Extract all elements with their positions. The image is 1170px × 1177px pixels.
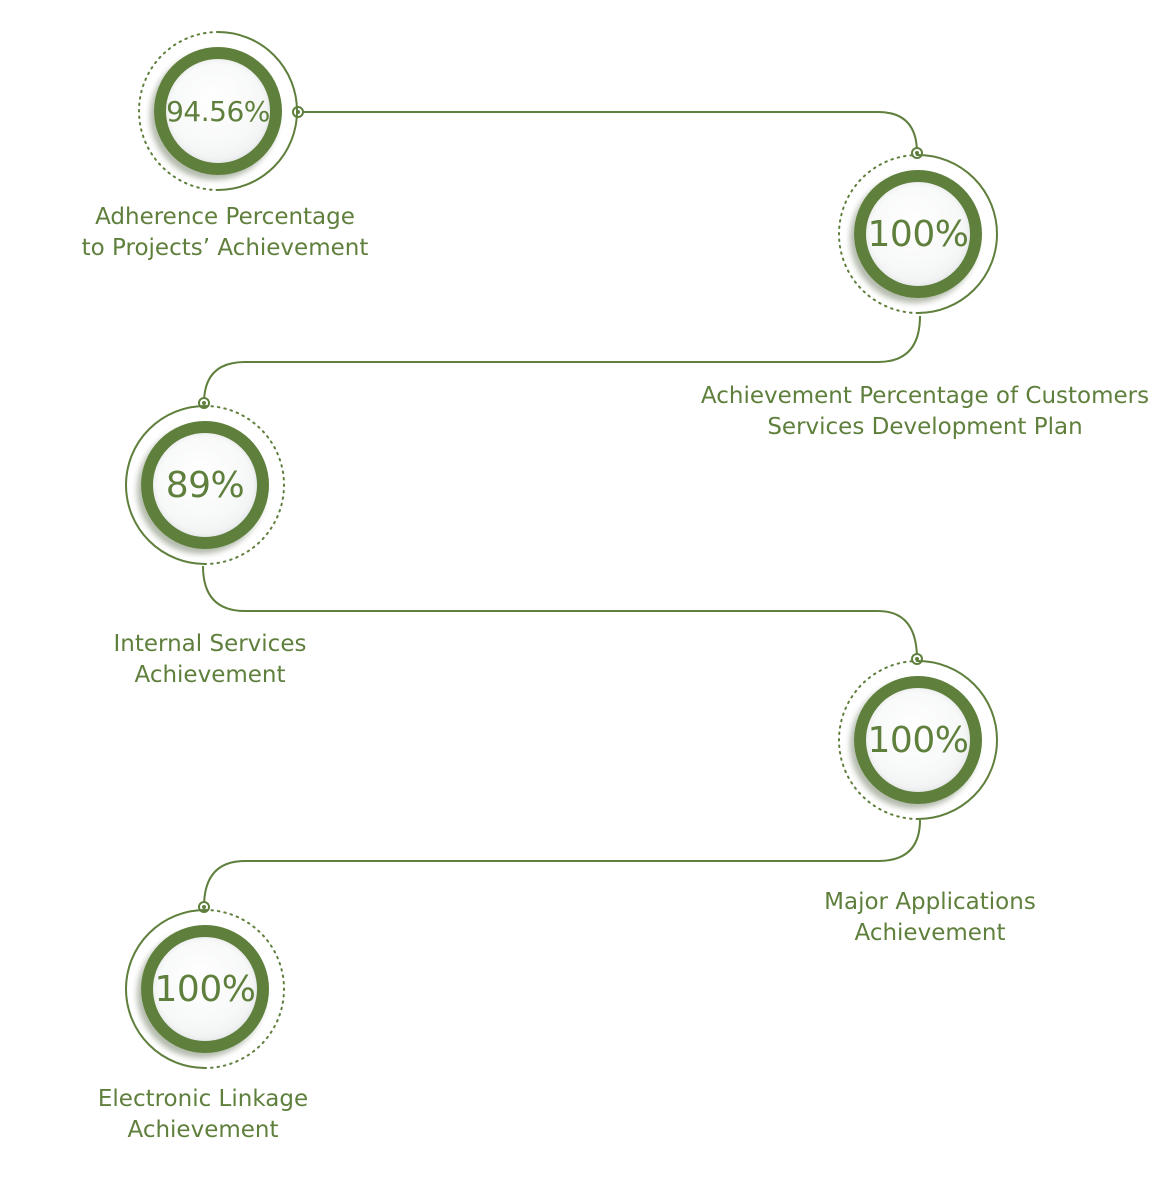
connector-line-1 (298, 111, 918, 154)
label-line: Major Applications (824, 889, 1036, 915)
value-disc (141, 925, 269, 1053)
metric-label-adherence: Adherence Percentage to Projects’ Achiev… (60, 202, 390, 264)
label-line: Internal Services (113, 631, 307, 657)
metric-node-customer-services: 100% (838, 154, 998, 314)
label-line: Achievement (134, 662, 286, 688)
metric-label-major-applications: Major Applications Achievement (780, 887, 1080, 949)
metric-label-internal-services: Internal Services Achievement (60, 629, 360, 691)
label-line: Achievement Percentage of Customers (700, 383, 1150, 409)
metric-value: 100% (867, 213, 969, 255)
outer-ring (838, 660, 998, 820)
label-line: Electronic Linkage (97, 1086, 309, 1112)
metric-node-adherence: 94.56% (138, 31, 298, 191)
metric-node-internal-services: 89% (125, 405, 285, 565)
label-line: Achievement (127, 1117, 279, 1143)
metric-label-electronic-linkage: Electronic Linkage Achievement (50, 1084, 356, 1146)
label-line: Services Development Plan (767, 414, 1083, 440)
connector-line-4 (203, 819, 921, 908)
label-line: Adherence Percentage (95, 204, 355, 230)
metric-node-major-applications: 100% (838, 660, 998, 820)
connector-line-2 (203, 315, 921, 404)
metric-node-electronic-linkage: 100% (125, 909, 285, 1069)
outer-ring (138, 31, 298, 191)
metric-value: 100% (867, 719, 969, 761)
outer-ring (125, 909, 285, 1069)
outer-ring (838, 154, 998, 314)
metric-value: 89% (165, 464, 245, 506)
label-line: Achievement (854, 920, 1006, 946)
metric-label-customer-services: Achievement Percentage of Customers Serv… (680, 381, 1170, 443)
metric-value: 100% (154, 968, 256, 1010)
connector-line-3 (202, 565, 918, 660)
metric-value: 94.56% (166, 94, 270, 128)
label-line: to Projects’ Achievement (81, 235, 369, 261)
outer-ring (125, 405, 285, 565)
